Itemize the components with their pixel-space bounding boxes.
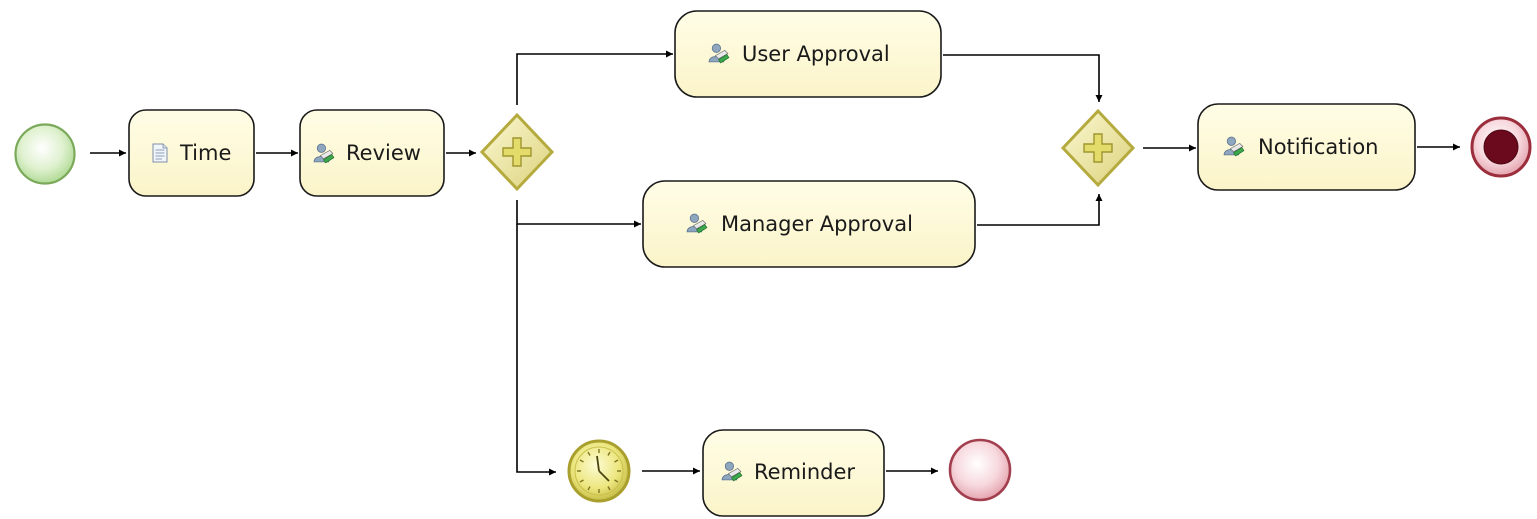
parallel-gateway-split[interactable] <box>479 112 555 192</box>
plus-icon <box>1083 133 1113 163</box>
parallel-gateway-join[interactable] <box>1060 108 1136 188</box>
sequence-flows <box>90 50 1460 476</box>
task-time[interactable]: Time <box>128 109 255 197</box>
task-user-approval-label: User Approval <box>742 42 890 66</box>
task-reminder[interactable]: Reminder <box>702 429 885 517</box>
task-user-approval[interactable]: User Approval <box>674 10 942 98</box>
task-review-label: Review <box>346 141 421 165</box>
script-icon <box>152 143 168 163</box>
end-event[interactable] <box>948 438 1012 502</box>
flow-split-to-manager-approval[interactable] <box>516 200 641 228</box>
flow-user-approval-to-join[interactable] <box>943 54 1103 102</box>
terminate-dot <box>1483 129 1519 165</box>
task-notification[interactable]: Notification <box>1197 103 1416 191</box>
task-manager-approval[interactable]: Manager Approval <box>642 180 976 268</box>
terminate-end-event[interactable] <box>1470 116 1532 178</box>
clock-ticks <box>577 449 621 493</box>
task-reminder-label: Reminder <box>754 460 855 484</box>
end-event-icon <box>948 438 1012 502</box>
task-manager-approval-label: Manager Approval <box>721 212 913 236</box>
flow-split-to-timer[interactable] <box>516 224 556 476</box>
clock-face <box>574 446 624 496</box>
task-review[interactable]: Review <box>299 109 445 197</box>
plus-icon <box>502 137 532 167</box>
flow-manager-approval-to-join[interactable] <box>977 194 1103 226</box>
task-time-label: Time <box>179 141 231 165</box>
start-event[interactable] <box>14 123 76 185</box>
flow-split-to-user-approval[interactable] <box>516 50 673 105</box>
start-event-icon <box>14 123 76 185</box>
task-notification-label: Notification <box>1258 135 1379 159</box>
clock-hands <box>596 455 610 482</box>
timer-event[interactable] <box>567 439 631 503</box>
